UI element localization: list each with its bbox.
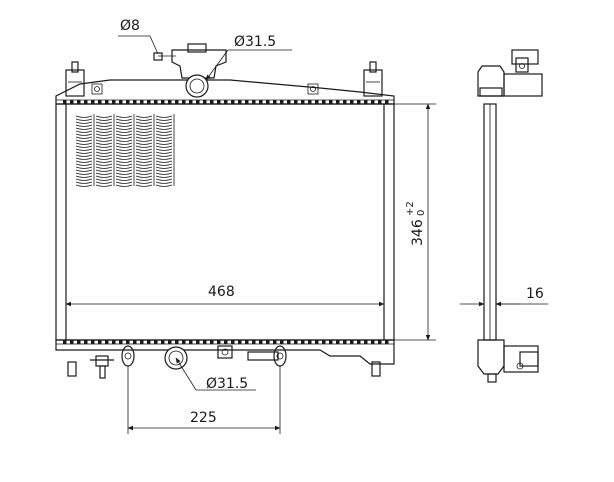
inlet-diameter-label: Ø8 <box>120 18 140 34</box>
leader-outlet-diag <box>175 357 197 391</box>
fin-column <box>75 115 93 187</box>
fin-column <box>115 115 133 187</box>
top-tank <box>55 61 395 105</box>
fin-column <box>155 115 173 187</box>
fin-pattern <box>75 114 175 187</box>
filler-neck <box>153 43 227 98</box>
leader-neck-diag <box>205 49 229 81</box>
front-view <box>55 35 436 434</box>
fin-column <box>135 115 153 187</box>
height-tol-lower: 0 <box>416 210 427 216</box>
outlet-diameter-label: Ø31.5 <box>206 376 248 392</box>
bottom-tank <box>55 339 395 379</box>
thickness-label: 16 <box>526 286 544 302</box>
height-tol-upper: +2 <box>405 201 416 216</box>
height-label: 346 <box>410 219 426 246</box>
width-label: 468 <box>208 284 235 300</box>
fin-column <box>95 115 113 187</box>
leader-inlet-diag <box>149 35 159 55</box>
spacing-label: 225 <box>190 410 217 426</box>
radiator-core <box>55 103 395 341</box>
side-view <box>460 49 548 383</box>
height-label-group: 346 +2 0 <box>405 201 427 246</box>
neck-diameter-label: Ø31.5 <box>234 34 276 50</box>
